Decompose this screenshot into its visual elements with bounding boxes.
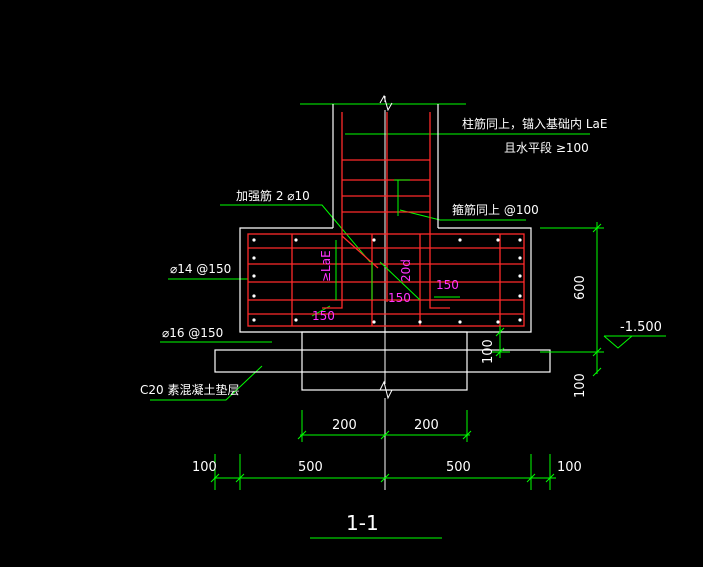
bar-bottom-label: ⌀16 @150 bbox=[162, 326, 223, 340]
cushion-layer bbox=[214, 349, 551, 373]
d150-c-label: 150 bbox=[436, 278, 459, 292]
leader-stirrup-note bbox=[399, 209, 526, 221]
bar-top-label: ⌀14 @150 bbox=[170, 262, 231, 276]
column-bar-hook-left bbox=[322, 302, 343, 309]
lae-label: ≥LaE bbox=[319, 250, 333, 282]
rebar-dot bbox=[252, 238, 256, 242]
rebar-dot bbox=[294, 238, 298, 242]
d150-a-label: 150 bbox=[312, 309, 335, 323]
dim-600: 600 bbox=[573, 275, 588, 300]
bottom-dimensions bbox=[210, 410, 556, 539]
dim-tick bbox=[495, 327, 505, 337]
rebar-dot bbox=[372, 320, 376, 324]
rebar-dot bbox=[518, 256, 522, 260]
dim-100-right-vertical: 100 bbox=[573, 373, 588, 398]
concrete-outline bbox=[214, 104, 551, 391]
rebar-dot bbox=[518, 318, 522, 322]
twenty-d-label: 20d bbox=[399, 259, 413, 282]
rebar-dot bbox=[496, 238, 500, 242]
leader-reinforce-bar bbox=[220, 204, 371, 263]
dim-100-mid-vertical: 100 bbox=[481, 339, 496, 364]
column-note-1: 柱筋同上，锚入基础内 LaE bbox=[462, 116, 607, 131]
dim-tick bbox=[235, 473, 245, 483]
section-title: 1-1 bbox=[346, 511, 379, 535]
dim-tick bbox=[380, 430, 390, 440]
dim-150b-line bbox=[379, 261, 421, 301]
leader-cushion bbox=[150, 365, 263, 401]
rebar-dot bbox=[252, 318, 256, 322]
dim-500-left: 500 bbox=[298, 460, 323, 475]
elevation-label: -1.500 bbox=[620, 320, 662, 335]
rebar-dot bbox=[458, 320, 462, 324]
rebar-dot bbox=[252, 256, 256, 260]
dim-500-right: 500 bbox=[446, 460, 471, 475]
footing-rebar-frame bbox=[247, 233, 525, 327]
rebar bbox=[247, 112, 525, 327]
magenta-text: ≥LaE 20d 150 150 150 bbox=[312, 250, 459, 323]
axis-break-top bbox=[379, 94, 393, 112]
rebar-dots bbox=[252, 238, 522, 324]
column-note-2: 且水平段 ≥100 bbox=[504, 140, 589, 155]
dim-200-right: 200 bbox=[414, 418, 439, 433]
rebar-dot bbox=[496, 320, 500, 324]
dim-100-left: 100 bbox=[192, 460, 217, 475]
column-bar-hook-right bbox=[429, 302, 450, 309]
dim-tick bbox=[297, 430, 307, 440]
dim-tick bbox=[462, 430, 472, 440]
dim-tick bbox=[545, 473, 555, 483]
rebar-dot bbox=[518, 274, 522, 278]
dimension-text: 200 200 100 500 500 100 600 100 100 -1.5… bbox=[192, 275, 662, 535]
d150-b-label: 150 bbox=[388, 291, 411, 305]
dim-tick bbox=[380, 473, 390, 483]
rebar-dot bbox=[518, 294, 522, 298]
reinforce-bar-label: 加强筋 2 ⌀10 bbox=[236, 188, 310, 203]
rebar-dot bbox=[518, 238, 522, 242]
dim-100-right: 100 bbox=[557, 460, 582, 475]
inner-dimension-marks bbox=[335, 179, 421, 301]
dim-tick bbox=[592, 367, 602, 377]
stirrup-note-label: 箍筋同上 @100 bbox=[452, 202, 539, 217]
axis-break-bottom bbox=[379, 380, 393, 400]
dim-tick bbox=[526, 473, 536, 483]
elevation-triangle bbox=[603, 335, 633, 349]
rebar-dot bbox=[294, 318, 298, 322]
dim-200-left: 200 bbox=[332, 418, 357, 433]
dim-tick bbox=[592, 223, 602, 233]
rebar-dot bbox=[418, 320, 422, 324]
dim-tick bbox=[210, 473, 220, 483]
dim-tick bbox=[592, 347, 602, 357]
leader-lines bbox=[150, 103, 590, 401]
center-line bbox=[379, 94, 393, 490]
rebar-dot bbox=[458, 238, 462, 242]
rebar-dot bbox=[252, 274, 256, 278]
rebar-dot bbox=[252, 294, 256, 298]
cushion-label: C20 素混凝土垫层 bbox=[140, 382, 239, 397]
rebar-dot bbox=[372, 238, 376, 242]
right-dimensions bbox=[492, 222, 666, 377]
annotation-text: 柱筋同上，锚入基础内 LaE 且水平段 ≥100 加强筋 2 ⌀10 箍筋同上 … bbox=[140, 116, 607, 397]
